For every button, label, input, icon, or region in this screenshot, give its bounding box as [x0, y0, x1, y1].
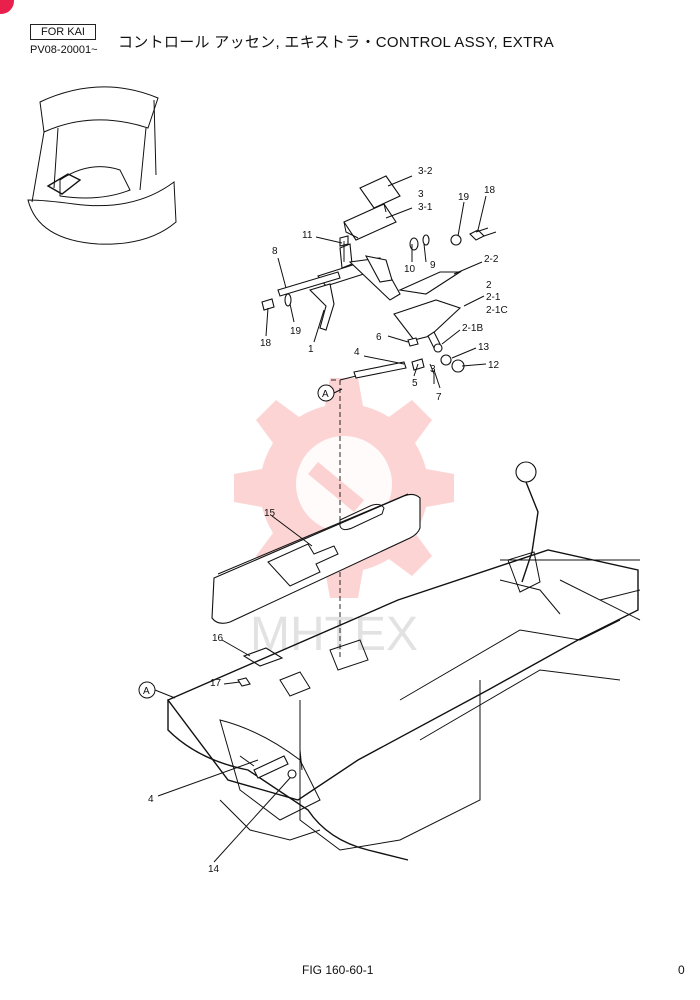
callout-3-small: 3: [430, 364, 436, 375]
callout-16: 16: [212, 633, 224, 644]
part-bracket-3: [343, 203, 397, 241]
serial-range: PV08-20001~: [30, 44, 98, 56]
part-1-bracket: [308, 283, 335, 331]
callout-19-lower: 19: [290, 326, 302, 337]
part-cable-4-lower: [253, 755, 289, 779]
callout-7: 7: [436, 392, 442, 403]
part-cable-4-upper: [353, 361, 407, 379]
callout-11: 11: [302, 230, 313, 241]
callout-2-1c: 2-1C: [486, 305, 508, 316]
callout-2-2: 2-2: [484, 254, 499, 265]
callout-3-1: 3-1: [418, 202, 433, 213]
callout-8: 8: [272, 246, 278, 257]
callout-18-lower: 18: [260, 338, 272, 349]
figure-number: FIG 160-60-1: [302, 963, 374, 977]
callout-12: 12: [488, 360, 500, 371]
ref-a-upper: A: [317, 384, 343, 402]
page-title: コントロール アッセン, エキストラ・CONTROL ASSY, EXTRA: [118, 34, 555, 51]
svg-text:A: A: [322, 389, 329, 400]
callout-2-1b: 2-1B: [462, 323, 483, 334]
callout-4-lower: 4: [148, 794, 154, 805]
callout-19-upper: 19: [458, 192, 470, 203]
floor-mat-15: [211, 493, 421, 624]
page-number: 0: [678, 963, 685, 977]
machine-frame: [166, 461, 641, 861]
part-pin-8: [277, 271, 341, 297]
callout-2: 2: [486, 280, 492, 291]
machine-thumbnail: [27, 86, 177, 245]
callout-3: 3: [418, 189, 424, 200]
callout-13: 13: [478, 342, 490, 353]
part-cover-pad: [359, 175, 401, 209]
for-kai-tag: FOR KAI: [30, 24, 96, 40]
part-pedal-2-2: [398, 271, 462, 295]
part-bolt-17: [237, 677, 251, 687]
callout-18-upper: 18: [484, 185, 496, 196]
callout-4-upper: 4: [354, 347, 360, 358]
callout-14: 14: [208, 864, 220, 875]
callout-3-2: 3-2: [418, 166, 433, 177]
callout-17: 17: [210, 678, 222, 689]
svg-text:A: A: [143, 686, 150, 697]
ref-a-lower: A: [138, 681, 176, 699]
callout-2-1: 2-1: [486, 292, 501, 303]
callout-15: 15: [264, 508, 276, 519]
callout-9: 9: [430, 260, 436, 271]
callout-10: 10: [404, 264, 416, 275]
callout-6: 6: [376, 332, 382, 343]
callout-1: 1: [308, 344, 314, 355]
callout-5: 5: [412, 378, 418, 389]
part-pedal-2-1: [393, 299, 462, 341]
